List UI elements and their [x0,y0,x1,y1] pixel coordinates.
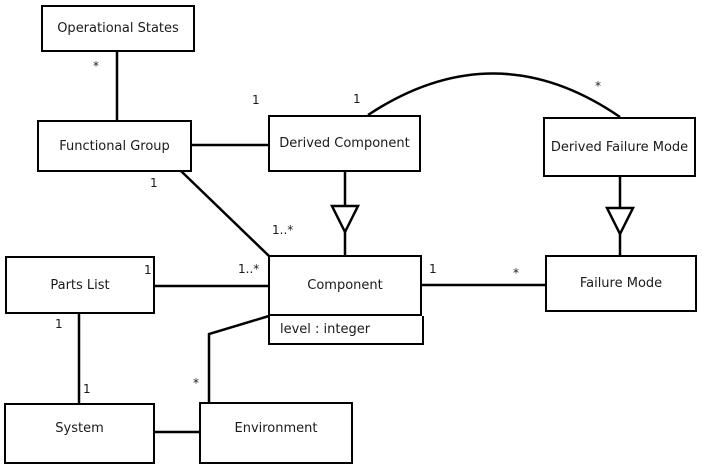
class-box-derived-component[interactable]: Derived Component [268,115,421,172]
generalization-triangle-component [329,204,361,235]
class-name-operational-states: Operational States [57,21,179,36]
multiplicity-component-right: 1 [429,262,437,276]
edge-derived-component-derived-failure-mode[interactable] [367,72,621,119]
edge-component-environment[interactable] [207,314,270,402]
multiplicity-failure-mode-left: * [513,266,519,280]
class-name-system: System [55,421,104,436]
class-box-system[interactable]: System [4,403,155,464]
class-box-derived-failure-mode[interactable]: Derived Failure Mode [543,117,696,177]
edge-functional-group-component[interactable] [180,170,270,257]
class-name-derived-component: Derived Component [279,136,410,151]
class-box-failure-mode[interactable]: Failure Mode [545,255,697,312]
class-box-operational-states[interactable]: Operational States [41,5,195,52]
multiplicity-parts-list-right: 1 [144,263,152,277]
class-name-parts-list: Parts List [50,277,110,293]
class-name-derived-failure-mode: Derived Failure Mode [550,139,689,155]
class-name-component: Component [307,278,383,293]
multiplicity-functional-group-derived-component: 1 [252,93,260,107]
multiplicity-system-top: 1 [83,382,91,396]
multiplicity-component-left: 1..* [238,262,260,276]
generalization-triangle-failure-mode [604,206,636,237]
multiplicity-operational-states: * [93,59,99,73]
attribute-level: level : integer [280,322,371,337]
class-attributes-component[interactable]: level : integer [268,316,424,345]
class-box-parts-list[interactable]: Parts List [5,256,155,314]
multiplicity-derived-failure-mode-arc: * [595,79,601,93]
class-name-functional-group: Functional Group [59,138,170,154]
multiplicity-derived-component-arc: 1 [353,92,361,106]
class-name-failure-mode: Failure Mode [579,276,663,291]
class-box-environment[interactable]: Environment [199,402,353,464]
class-box-component[interactable]: Component [268,255,422,316]
multiplicity-parts-list-bottom: 1 [55,317,63,331]
multiplicity-functional-group-component: 1 [150,176,158,190]
multiplicity-environment-top: * [193,376,199,390]
multiplicity-component-top-left: 1..* [272,223,294,237]
class-name-environment: Environment [234,420,318,436]
class-box-functional-group[interactable]: Functional Group [37,120,192,172]
